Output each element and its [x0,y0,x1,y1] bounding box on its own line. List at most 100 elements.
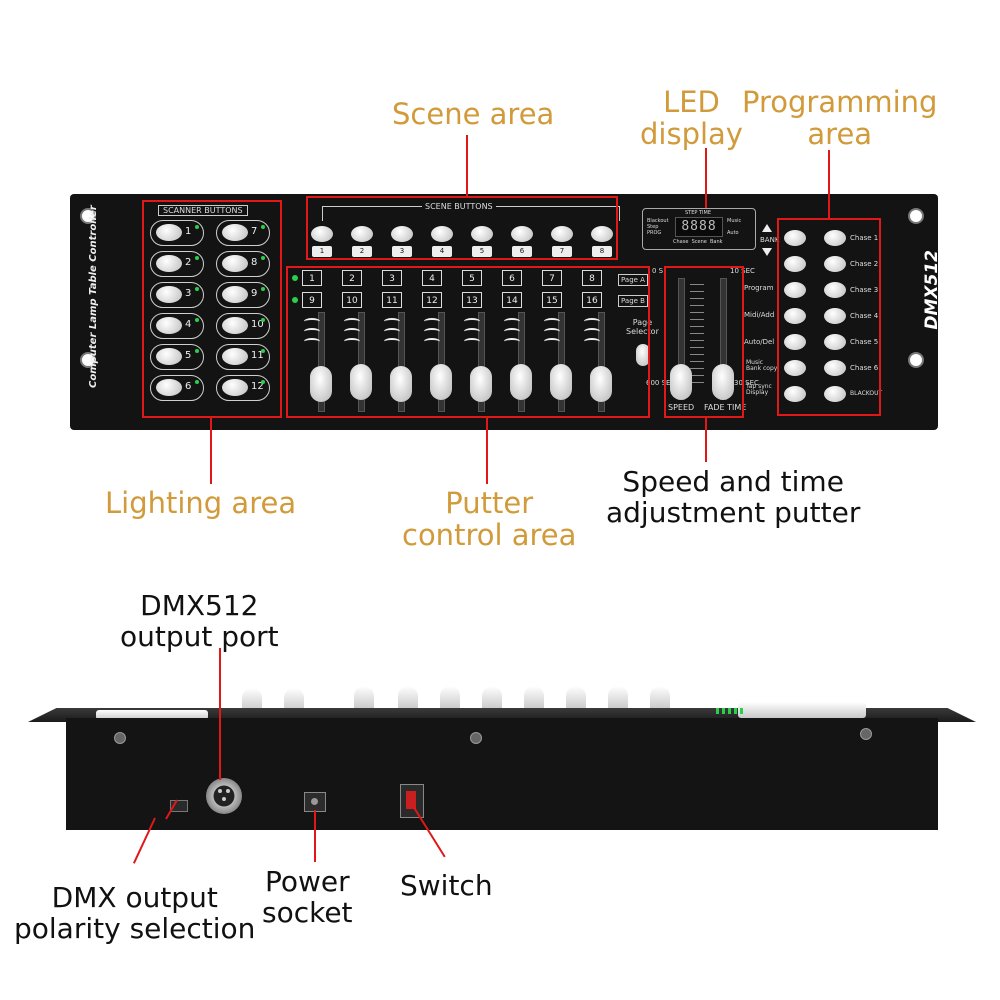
scanner-button-8[interactable]: 8 [216,251,270,277]
scanner-button-2[interactable]: 2 [150,251,204,277]
speed-label: SPEED [668,403,695,412]
scene-button-6[interactable] [511,226,533,242]
scanner-button-11[interactable]: 11 [216,344,270,370]
bank-up-icon[interactable] [762,224,772,232]
channel-label: 10 [342,292,362,308]
scale-mark-icon [344,338,360,345]
tap-sync-display-button[interactable] [784,386,806,402]
scanner-button-10[interactable]: 10 [216,313,270,339]
scale-mark-icon [424,328,440,335]
rack-hole-icon [80,208,96,224]
channel-label: 12 [422,292,442,308]
midi-add-button[interactable] [784,308,806,324]
scanner-buttons-title: SCANNER BUTTONS [158,205,248,216]
programming-connector [828,150,830,218]
scene-button-4[interactable] [431,226,453,242]
speed-top-label: 0 S [652,267,664,275]
chase-4-button[interactable] [824,308,846,324]
scanner-button-3[interactable]: 3 [150,282,204,308]
auto-del-button[interactable] [784,334,806,350]
scanner-button-6[interactable]: 6 [150,375,204,401]
scene-button-8[interactable] [591,226,613,242]
blackout-button[interactable] [824,386,846,402]
scene-button-1[interactable] [311,226,333,242]
chase-3-button[interactable] [824,282,846,298]
program-label: Program [744,284,774,292]
scale-mark-icon [584,338,600,345]
scene-button-7[interactable] [551,226,573,242]
fader-track [318,312,325,412]
dmx-port-connector [219,648,221,780]
scale-mark-icon [544,338,560,345]
scene-button-3[interactable] [391,226,413,242]
page-selector-label: Page Selector [626,318,659,336]
channel-fader-2[interactable] [350,364,372,400]
scanner-button-4[interactable]: 4 [150,313,204,339]
channel-fader-6[interactable] [510,364,532,400]
fader-track [518,312,525,412]
scene-number: 8 [592,246,612,257]
channel-fader-5[interactable] [470,366,492,402]
channel-fader-1[interactable] [310,366,332,402]
channel-label: 8 [582,270,602,286]
chase-2-button[interactable] [824,256,846,272]
scene-button-2[interactable] [351,226,373,242]
screw-icon [860,728,872,740]
program-button-top[interactable] [784,230,806,246]
chase-5-button[interactable] [824,334,846,350]
program-button[interactable] [784,282,806,298]
power-socket[interactable] [304,792,326,812]
scanner-button-9[interactable]: 9 [216,282,270,308]
channel-fader-3[interactable] [390,366,412,402]
scale-mark-icon [344,328,360,335]
power-switch[interactable] [400,784,424,818]
channel-fader-7[interactable] [550,364,572,400]
scanner-button-12[interactable]: 12 [216,375,270,401]
scale-mark-icon [424,338,440,345]
scene-number: 7 [552,246,572,257]
scene-number: 4 [432,246,452,257]
midi-add-label: Midi/Add [744,311,775,319]
scanner-button-1[interactable]: 1 [150,220,204,246]
fader-track [358,312,365,412]
programming-area-box [777,218,881,416]
blackout-label: BLACKOUT [850,390,883,397]
scanner-buttons-edge [96,710,208,720]
fader-track [478,312,485,412]
chase-1-label: Chase 1 [850,234,879,242]
chase-3-label: Chase 3 [850,286,879,294]
speed-bottom-label: 600 SEC [646,379,676,387]
scanner-button-5[interactable]: 5 [150,344,204,370]
scale-mark-icon [584,318,600,325]
front-panel: Computer Lamp Table Controller SCANNER B… [70,194,942,430]
channel-fader-4[interactable] [430,364,452,400]
page-selector-button[interactable] [636,344,650,366]
scanner-button-7[interactable]: 7 [216,220,270,246]
putter-control-area-callout: Putter control area [402,486,577,553]
speed-time-callout: Speed and time adjustment putter [606,465,861,530]
display-right-labels: Music Auto [727,218,742,236]
speed-time-box [664,266,744,418]
chase-1-button[interactable] [824,230,846,246]
lighting-area-box [142,200,282,418]
fader-knob-top [440,686,460,714]
tap-sync-display-label: Tap sync Display [746,383,772,397]
putter-connector [486,418,488,484]
channel-fader-8[interactable] [590,366,612,402]
dmx-polarity-callout: DMX output polarity selection [14,881,256,946]
chase-6-button[interactable] [824,360,846,376]
speed-fader[interactable] [670,364,692,400]
music-bank-copy-button[interactable] [784,360,806,376]
bank-down-icon[interactable] [762,248,772,256]
scene-area-callout: Scene area [392,97,555,131]
brand-logo: DMX512 [922,250,942,330]
rear-leds-icon [716,708,746,714]
program-buttons-edge [738,702,866,718]
scene-button-5[interactable] [471,226,493,242]
program-button-2[interactable] [784,256,806,272]
page-b-label: Page B [618,295,648,307]
channel-label: 16 [582,292,602,308]
fade-time-fader[interactable] [712,364,734,400]
lighting-area-callout: Lighting area [105,486,297,520]
xlr-port-icon[interactable] [206,778,242,814]
